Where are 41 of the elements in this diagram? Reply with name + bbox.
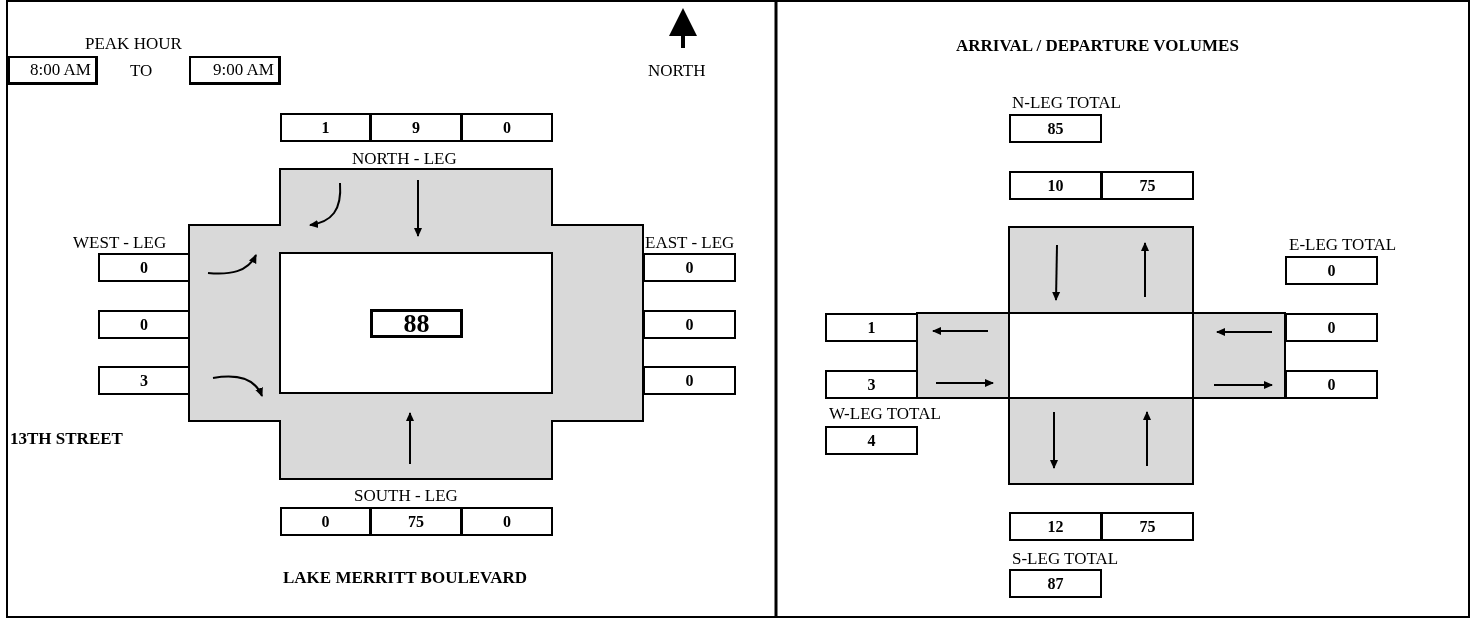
volume-count: 0 — [643, 253, 736, 282]
volume-count: 0 — [1285, 313, 1378, 342]
volume-count: 10 — [1009, 171, 1102, 200]
volume-count: 0 — [1285, 256, 1378, 285]
total-label: N-LEG TOTAL — [1012, 94, 1121, 112]
volume-count: 3 — [98, 366, 190, 395]
volume-count: 1 — [825, 313, 918, 342]
volume-count: 75 — [1101, 512, 1194, 541]
volume-count: 0 — [1285, 370, 1378, 399]
leg-label: SOUTH - LEG — [354, 487, 458, 505]
volume-count: 4 — [825, 426, 918, 455]
volume-count: 75 — [370, 507, 462, 536]
volume-count: 0 — [280, 507, 371, 536]
volume-count: 0 — [643, 310, 736, 339]
total-label: E-LEG TOTAL — [1289, 236, 1397, 254]
volume-count: 0 — [98, 253, 190, 282]
time-field: 9:00 AM — [189, 56, 281, 85]
volume-count: 0 — [461, 113, 553, 142]
north-label: NORTH — [648, 62, 706, 80]
leg-label: EAST - LEG — [645, 234, 735, 252]
leg-label: WEST - LEG — [73, 234, 167, 252]
volume-count: 0 — [98, 310, 190, 339]
street-name: LAKE MERRITT BOULEVARD — [283, 569, 528, 587]
time-separator: TO — [130, 62, 153, 80]
volume-count: 87 — [1009, 569, 1102, 598]
leg-label: NORTH - LEG — [352, 150, 457, 168]
volume-count: 9 — [370, 113, 462, 142]
volume-count: 85 — [1009, 114, 1102, 143]
volume-count: 0 — [643, 366, 736, 395]
volume-count: 0 — [461, 507, 553, 536]
street-name: 13TH STREET — [10, 430, 123, 448]
volume-count: 3 — [825, 370, 918, 399]
panel-title: ARRIVAL / DEPARTURE VOLUMES — [956, 37, 1239, 55]
total-label: W-LEG TOTAL — [829, 405, 941, 423]
total-count: 88 — [370, 309, 463, 338]
volume-count: 1 — [280, 113, 371, 142]
volume-count: 75 — [1101, 171, 1194, 200]
total-label: S-LEG TOTAL — [1012, 550, 1119, 568]
time-field: 8:00 AM — [8, 56, 98, 85]
volume-count: 12 — [1009, 512, 1102, 541]
heading-text: PEAK HOUR — [85, 35, 182, 53]
